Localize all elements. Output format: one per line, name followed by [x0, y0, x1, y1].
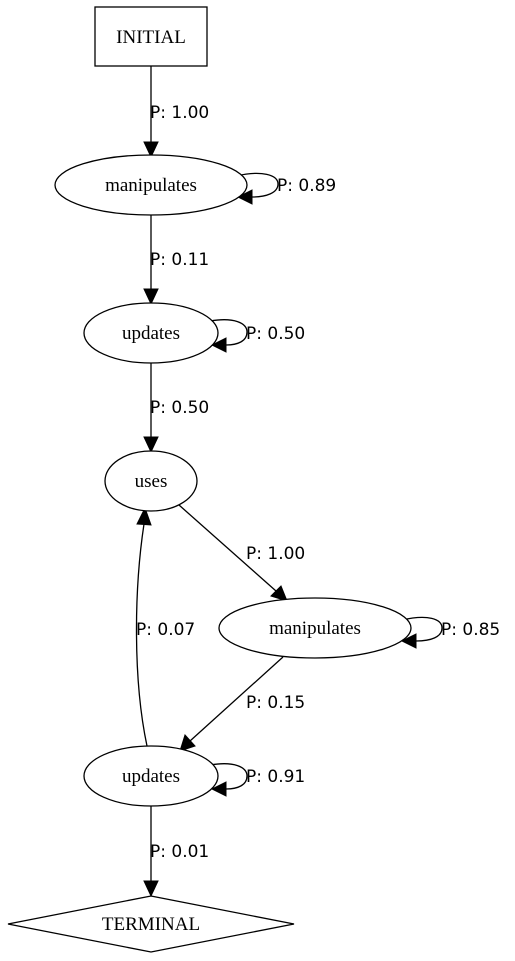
- edge-label-manipulates-1-self: P: 0.89: [277, 176, 336, 196]
- edge-label-updates-1-to-uses: P: 0.50: [150, 398, 209, 418]
- edge-label-updates-2-self: P: 0.91: [246, 767, 305, 787]
- edge-updates-2-self-loop: P: 0.91: [209, 763, 305, 797]
- edge-label-uses-to-manipulates-2: P: 1.00: [246, 544, 305, 564]
- edge-manipulates-1-to-updates-1: P: 0.11: [143, 215, 209, 306]
- node-label-manipulates-1: manipulates: [105, 175, 197, 196]
- node-label-terminal: TERMINAL: [102, 914, 200, 935]
- node-label-updates-1: updates: [122, 323, 180, 344]
- edge-manipulates-1-self-loop: P: 0.89: [235, 172, 336, 205]
- node-label-manipulates-2: manipulates: [269, 618, 361, 639]
- edge-updates-1-self-loop: P: 0.50: [209, 319, 305, 353]
- edge-label-updates-1-self: P: 0.50: [246, 324, 305, 344]
- node-manipulates-1: manipulates: [54, 154, 248, 216]
- edge-uses-to-manipulates-2: P: 1.00: [178, 504, 305, 602]
- edge-updates-2-to-terminal: P: 0.01: [143, 806, 209, 898]
- node-uses: uses: [104, 450, 198, 512]
- edge-label-manipulates-1-to-updates-1: P: 0.11: [150, 250, 209, 270]
- node-label-initial: INITIAL: [116, 27, 186, 48]
- edge-initial-to-manipulates-1: P: 1.00: [143, 66, 209, 159]
- edge-label-manipulates-2-to-updates-2: P: 0.15: [246, 693, 305, 713]
- edge-updates-2-to-uses: P: 0.07: [135, 506, 195, 747]
- node-manipulates-2: manipulates: [218, 597, 412, 659]
- edge-manipulates-2-self-loop: P: 0.85: [400, 616, 500, 649]
- node-label-uses: uses: [135, 471, 168, 492]
- node-initial: INITIAL: [94, 6, 208, 67]
- edge-label-updates-2-to-uses: P: 0.07: [136, 620, 195, 640]
- node-updates-2: updates: [83, 745, 219, 807]
- node-terminal: TERMINAL: [7, 895, 295, 953]
- node-updates-1: updates: [83, 302, 219, 364]
- edge-label-initial-to-manipulates-1: P: 1.00: [150, 103, 209, 123]
- node-label-updates-2: updates: [122, 766, 180, 787]
- edge-label-updates-2-to-terminal: P: 0.01: [150, 842, 209, 862]
- edge-updates-1-to-uses: P: 0.50: [143, 362, 209, 454]
- edge-manipulates-2-to-updates-2: P: 0.15: [179, 656, 305, 752]
- edge-label-manipulates-2-self: P: 0.85: [441, 620, 500, 640]
